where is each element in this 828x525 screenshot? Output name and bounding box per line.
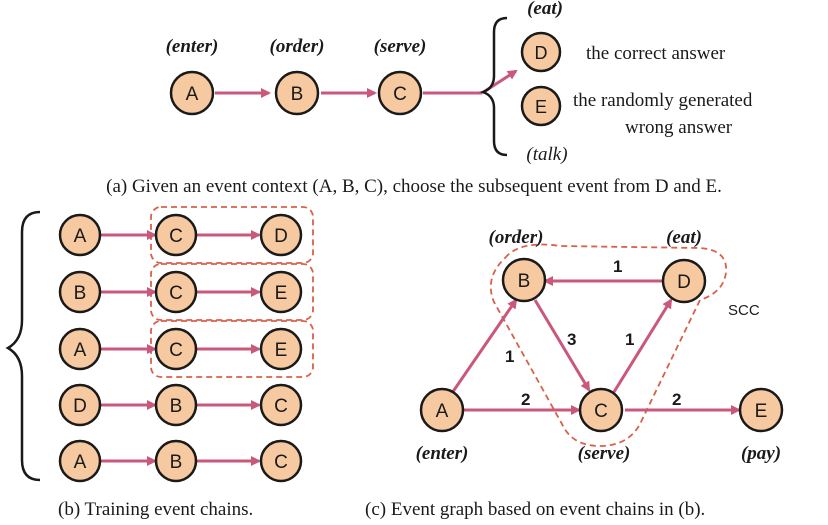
node-a-d: D — [520, 31, 562, 73]
chain-2-node-1: B — [74, 283, 87, 304]
node-a-e: E — [520, 85, 562, 127]
weight-b-c: 3 — [567, 330, 576, 349]
caption-c: (c) Event graph based on event chains in… — [365, 499, 705, 520]
edge-b-c — [533, 299, 591, 392]
weight-d-b: 1 — [613, 257, 622, 276]
node-a-a: A — [169, 70, 215, 116]
node-a-b: B — [274, 70, 320, 116]
svg-text:D: D — [535, 43, 548, 63]
weight-a-c: 2 — [521, 390, 530, 409]
node-c-e: E — [738, 387, 784, 433]
svg-text:E: E — [755, 401, 768, 422]
answer-d-text: the correct answer — [586, 43, 726, 64]
label-serve-a: (serve) — [374, 36, 427, 57]
chain-row-2: B C E — [58, 270, 303, 314]
svg-text:C: C — [594, 401, 608, 422]
weight-c-d: 1 — [625, 330, 634, 349]
svg-text:B: B — [291, 84, 304, 105]
scc-label: SCC — [728, 302, 760, 319]
chain-1-node-1: A — [74, 226, 87, 247]
svg-text:A: A — [436, 401, 449, 422]
edge-c-d — [612, 298, 673, 393]
chain-row-4: D B C — [58, 383, 303, 427]
chain-2-node-2: C — [169, 283, 183, 304]
label-enter-a: (enter) — [166, 36, 219, 57]
label-pay-c: (pay) — [741, 443, 781, 464]
chain-3-node-1: A — [74, 340, 87, 361]
chain-row-3: A C E — [58, 327, 303, 371]
svg-text:C: C — [393, 84, 407, 105]
weight-a-b: 1 — [505, 347, 514, 366]
part-c: SCC 1 3 1 1 2 2 B D A C — [365, 227, 784, 520]
node-c-b: B — [501, 257, 547, 303]
node-a-c: C — [377, 70, 423, 116]
chain-5-node-2: B — [170, 452, 183, 473]
label-eat-c: (eat) — [666, 227, 702, 248]
chain-row-5: A B C — [58, 439, 303, 483]
scc-region — [489, 243, 727, 447]
label-order-c: (order) — [489, 227, 544, 248]
chain-2-node-3: E — [275, 283, 288, 304]
part-b: A C D B C E A C E — [5, 206, 314, 520]
brace-a — [479, 16, 508, 157]
svg-text:B: B — [518, 271, 531, 292]
chain-4-node-2: B — [170, 396, 183, 417]
caption-b: (b) Training event chains. — [58, 499, 253, 520]
chain-4-node-1: D — [73, 396, 87, 417]
weight-c-e: 2 — [672, 390, 681, 409]
answer-e-line1: the randomly generated — [573, 90, 753, 111]
chain-1-node-3: D — [274, 226, 288, 247]
edge-a-b — [450, 298, 518, 394]
chain-row-1: A C D — [58, 213, 303, 257]
chain-5-node-1: A — [74, 452, 87, 473]
chain-3-node-3: E — [275, 340, 288, 361]
chain-1-node-2: C — [169, 226, 183, 247]
svg-text:E: E — [535, 97, 547, 117]
chain-5-node-3: C — [274, 452, 288, 473]
caption-a: (a) Given an event context (A, B, C), ch… — [106, 176, 722, 197]
label-enter-c: (enter) — [416, 443, 469, 464]
label-order-a: (order) — [270, 36, 325, 57]
chain-3-node-2: C — [169, 340, 183, 361]
label-serve-c: (serve) — [578, 443, 631, 464]
part-a: (enter) (order) (serve) (eat) (talk) A B… — [106, 0, 753, 197]
brace-b — [5, 210, 41, 482]
node-c-a: A — [419, 387, 465, 433]
answer-e-line2: wrong answer — [625, 117, 733, 138]
node-c-c: C — [578, 387, 624, 433]
label-talk-a: (talk) — [526, 144, 567, 165]
chain-4-node-3: C — [274, 396, 288, 417]
svg-text:D: D — [677, 272, 691, 293]
label-eat-a: (eat) — [527, 0, 563, 19]
svg-text:A: A — [186, 84, 199, 105]
node-c-d: D — [661, 258, 707, 304]
